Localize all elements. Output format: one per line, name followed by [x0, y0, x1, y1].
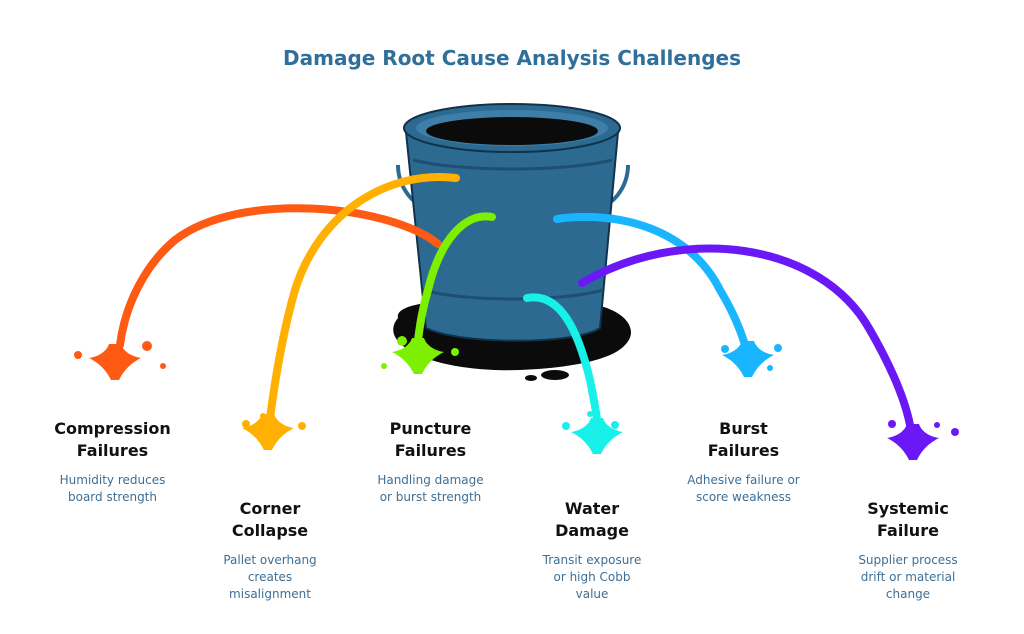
cause-heading: Water Damage — [555, 499, 629, 540]
splash-droplet — [774, 344, 782, 352]
splash-droplet — [767, 365, 773, 371]
flow-corner — [242, 173, 460, 450]
flow-arc-systemic — [578, 244, 914, 429]
cause-heading: Systemic Failure — [867, 499, 949, 540]
cause-heading: Puncture Failures — [389, 419, 472, 460]
cause-heading: Compression Failures — [54, 419, 171, 460]
splash-corner — [242, 414, 294, 450]
splash-droplet — [298, 422, 306, 430]
cause-description: Supplier process drift or material chang… — [858, 553, 958, 601]
splash-droplet — [397, 336, 407, 346]
splash-droplet — [142, 341, 152, 351]
splash-burst — [722, 341, 774, 377]
flow-arc-compression — [116, 204, 442, 349]
cause-description: Pallet overhang creates misalignment — [223, 553, 317, 601]
splash-droplet — [260, 413, 266, 419]
splash-droplet — [562, 422, 570, 430]
flow-arc-puncture — [414, 212, 496, 344]
flow-burst — [553, 212, 782, 377]
splash-droplet — [888, 420, 896, 428]
flow-arc-burst — [553, 212, 749, 349]
cause-description: Humidity reduces board strength — [59, 473, 166, 504]
splash-droplet — [721, 345, 729, 353]
bucket — [396, 103, 630, 342]
splash-systemic — [887, 424, 939, 460]
splash-droplet — [934, 422, 940, 428]
cause-heading: Corner Collapse — [231, 499, 309, 540]
splash-droplet — [951, 428, 959, 436]
flow-compression — [74, 204, 442, 380]
cause-heading: Burst Failures — [707, 419, 780, 460]
splash-droplet — [242, 420, 250, 428]
splash-droplet — [381, 363, 387, 369]
splash-compression — [89, 344, 141, 380]
flow-puncture — [381, 212, 496, 374]
cause-description: Transit exposure or high Cobb value — [542, 553, 642, 601]
cause-description: Handling damage or burst strength — [377, 473, 484, 504]
splash-droplet — [451, 348, 459, 356]
splash-droplet — [74, 351, 82, 359]
diagram-title: Damage Root Cause Analysis Challenges — [283, 46, 741, 70]
splash-puncture — [392, 338, 444, 374]
flow-arc-water — [523, 293, 601, 424]
cause-description: Adhesive failure or score weakness — [687, 473, 800, 504]
splash-droplet — [611, 421, 619, 429]
flow-systemic — [578, 244, 959, 460]
splash-water — [571, 418, 623, 454]
flow-arc-corner — [266, 173, 460, 422]
flow-water — [523, 293, 623, 454]
splash-droplet — [587, 411, 593, 417]
splash-droplet — [160, 363, 166, 369]
